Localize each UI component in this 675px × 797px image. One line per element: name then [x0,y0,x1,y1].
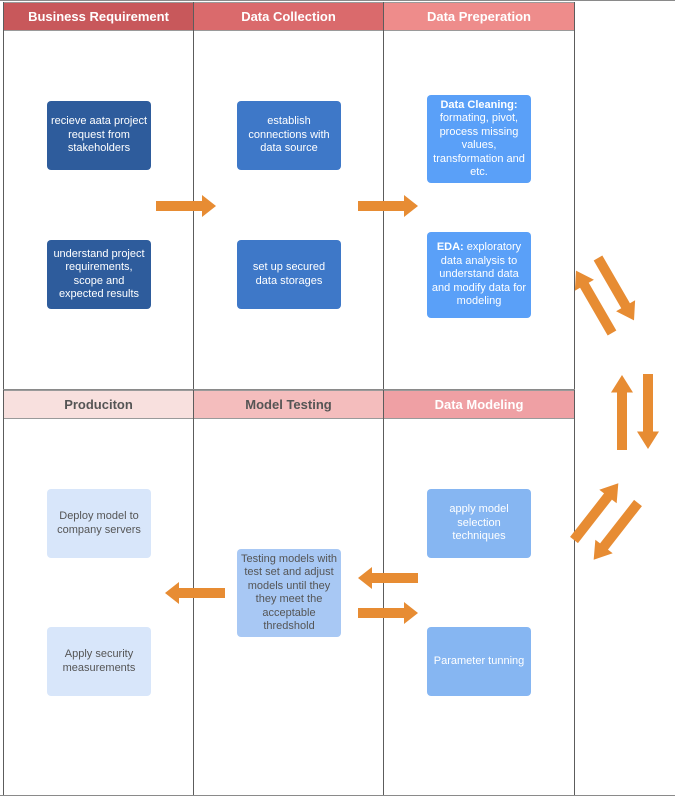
arrow-vertical-down [637,374,659,449]
card-data-cleaning-text: Data Cleaning: formating, pivot, process… [431,99,527,180]
card-eda: EDA: exploratory data analysis to unders… [427,232,531,318]
arrow-testing-to-modeling [358,602,418,624]
card-deploy-model: Deploy model to company servers [47,489,151,558]
card-eda-title: EDA: [436,241,464,254]
card-data-cleaning-body: formating, pivot, process missing values… [433,112,525,178]
card-receive-request: recieve aata project request from stakeh… [47,101,151,170]
card-establish-connections: establish connections with data source [237,101,341,170]
card-secured-storages: set up secured data storages [237,240,341,309]
bottom-border [0,795,675,796]
card-parameter-tuning: Parameter tunning [427,627,531,696]
card-eda-body: exploratory data analysis to understand … [431,241,527,308]
lane-header-data-preparation: Data Preperation [384,2,574,31]
card-deploy-model-text: Deploy model to company servers [57,510,141,536]
card-eda-text: EDA: exploratory data analysis to unders… [431,241,527,309]
row-divider [3,389,575,390]
arrow-modeling-to-testing [358,567,418,589]
lane-header-data-collection: Data Collection [194,2,383,31]
lane-divider-left [3,2,4,795]
card-understand-requirements-text: understand project requirements, scope a… [53,247,145,301]
card-establish-connections-text: establish connections with data source [248,115,330,155]
top-border [0,0,675,1]
card-model-selection-text: apply model selection techniques [449,503,509,543]
card-receive-request-text: recieve aata project request from stakeh… [51,115,147,155]
card-testing-models-text: Testing models with test set and adjust … [241,552,337,633]
card-testing-models: Testing models with test set and adjust … [237,549,341,637]
lane-header-business-requirement: Business Requirement [4,2,193,31]
lane-divider-1 [193,2,194,795]
card-model-selection: apply model selection techniques [427,489,531,558]
arrow-vertical-up [611,375,633,450]
lane-header-data-modeling: Data Modeling [384,390,574,419]
arrow-collection-to-preparation [358,195,418,217]
lane-divider-2 [383,2,384,795]
card-understand-requirements: understand project requirements, scope a… [47,240,151,309]
card-data-cleaning: Data Cleaning: formating, pivot, process… [427,95,531,183]
card-secured-storages-text: set up secured data storages [252,261,326,287]
card-security-measurements-text: Apply security measurements [62,648,136,674]
arrow-business-to-collection [156,195,216,217]
card-parameter-tuning-text: Parameter tunning [433,654,525,667]
card-security-measurements: Apply security measurements [47,627,151,696]
lane-divider-right [574,2,575,795]
arrow-testing-to-production [165,582,225,604]
card-data-cleaning-title: Data Cleaning: [440,98,518,111]
lane-header-production: Produciton [4,390,193,419]
lane-header-model-testing: Model Testing [194,390,383,419]
